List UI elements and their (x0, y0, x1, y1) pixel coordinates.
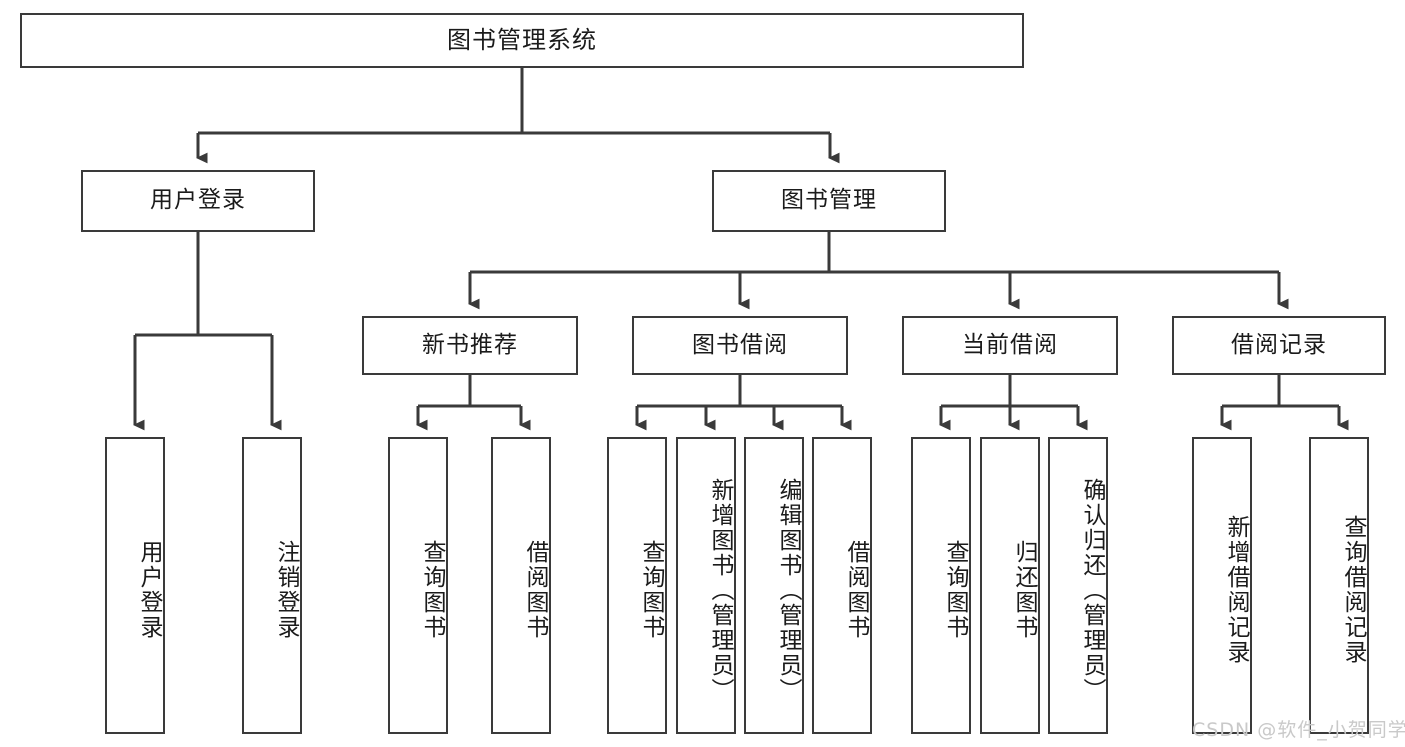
node-label: 新书推荐 (422, 331, 518, 358)
leaf-current-confirm-return[interactable]: 确认归还（管理员） (1048, 437, 1108, 734)
node-label: 用户登录 (136, 540, 162, 640)
node-label: 新增图书（管理员） (707, 477, 733, 703)
leaf-current-query-book[interactable]: 查询图书 (911, 437, 971, 734)
node-label: 借阅图书 (522, 540, 548, 640)
node-label: 编辑图书（管理员） (775, 477, 801, 703)
node-label: 查询图书 (419, 540, 445, 640)
node-book-management[interactable]: 图书管理 (712, 170, 946, 232)
node-borrow-record[interactable]: 借阅记录 (1172, 316, 1386, 375)
leaf-user-login-signout[interactable]: 注销登录 (242, 437, 302, 734)
leaf-borrow-borrow-book[interactable]: 借阅图书 (812, 437, 872, 734)
leaf-user-login-signin[interactable]: 用户登录 (105, 437, 165, 734)
node-label: 图书借阅 (692, 331, 788, 358)
node-label: 查询图书 (638, 540, 664, 640)
leaf-borrow-add-book[interactable]: 新增图书（管理员） (676, 437, 736, 734)
node-label: 借阅记录 (1231, 331, 1327, 358)
node-label: 注销登录 (273, 540, 299, 640)
node-label: 借阅图书 (843, 540, 869, 640)
leaf-record-query-record[interactable]: 查询借阅记录 (1309, 437, 1369, 734)
node-current-borrow[interactable]: 当前借阅 (902, 316, 1118, 375)
node-user-login[interactable]: 用户登录 (81, 170, 315, 232)
node-label: 新增借阅记录 (1223, 515, 1249, 665)
node-book-borrow[interactable]: 图书借阅 (632, 316, 848, 375)
leaf-recommend-query-book[interactable]: 查询图书 (388, 437, 448, 734)
node-label: 查询图书 (942, 540, 968, 640)
leaf-recommend-borrow-book[interactable]: 借阅图书 (491, 437, 551, 734)
node-label: 用户登录 (150, 187, 246, 214)
leaf-current-return-book[interactable]: 归还图书 (980, 437, 1040, 734)
node-new-book-recommend[interactable]: 新书推荐 (362, 316, 578, 375)
node-label: 当前借阅 (962, 331, 1058, 358)
node-label: 查询借阅记录 (1340, 515, 1366, 665)
node-label: 图书管理 (781, 187, 877, 214)
leaf-borrow-edit-book[interactable]: 编辑图书（管理员） (744, 437, 804, 734)
node-root-system[interactable]: 图书管理系统 (20, 13, 1024, 68)
node-label: 图书管理系统 (447, 26, 597, 55)
node-label: 归还图书 (1011, 540, 1037, 640)
leaf-borrow-query-book[interactable]: 查询图书 (607, 437, 667, 734)
leaf-record-add-record[interactable]: 新增借阅记录 (1192, 437, 1252, 734)
node-label: 确认归还（管理员） (1079, 477, 1105, 703)
